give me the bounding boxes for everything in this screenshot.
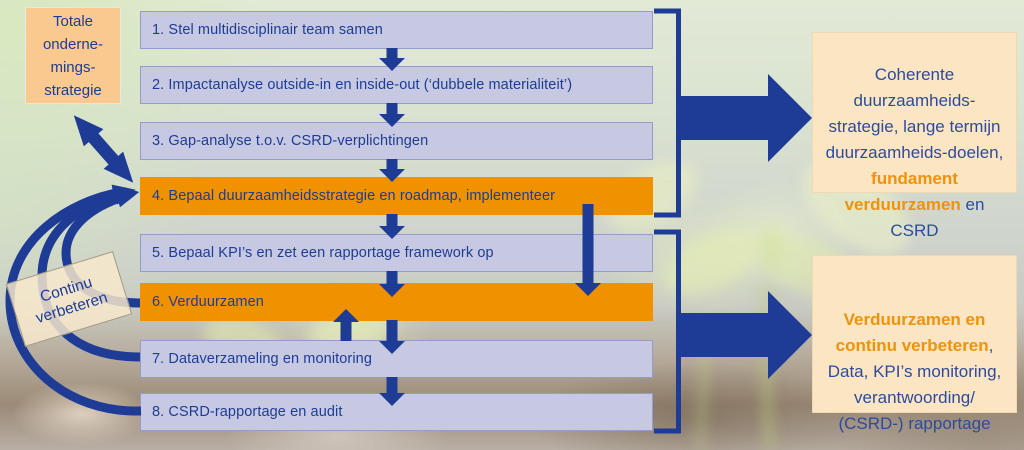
process-step-6: 6. Verduurzamen [140, 283, 653, 321]
process-step-1: 1. Stel multidisciplinair team samen [140, 11, 653, 49]
process-step-7: 7. Dataverzameling en monitoring [140, 340, 653, 378]
bracket-steps-1-4 [654, 8, 681, 218]
loop-label: Continu verbeteren [5, 251, 133, 347]
outcome-bottom-highlight-text: Verduurzamen en continu verbeteren [835, 310, 989, 355]
process-step-2: 2. Impactanalyse outside-in en inside-ou… [140, 66, 653, 104]
outcome-box-improvement: Verduurzamen en continu verbeteren, Data… [812, 255, 1017, 433]
outcome-arrow-top [681, 74, 812, 162]
outcome-top-lead-text: Coherente duurzaamheids- strategie, lang… [825, 65, 1004, 162]
process-step-3: 3. Gap-analyse t.o.v. CSRD-verplichtinge… [140, 122, 653, 160]
outcome-top-highlight-text: fundament verduurzamen [844, 169, 961, 214]
outcome-box-strategy: Coherente duurzaamheids- strategie, lang… [812, 32, 1017, 240]
strategy-box: Totale onderne- mings- strategie [25, 7, 121, 104]
process-step-4: 4. Bepaal duurzaamheidsstrategie en road… [140, 177, 653, 215]
outcome-arrow-bottom [681, 291, 812, 379]
bracket-steps-5-8 [654, 229, 681, 434]
process-step-5: 5. Bepaal KPI’s en zet een rapportage fr… [140, 234, 653, 272]
process-step-8: 8. CSRD-rapportage en audit [140, 393, 653, 431]
arrow-strategy-step4-bidirectional [73, 115, 134, 183]
